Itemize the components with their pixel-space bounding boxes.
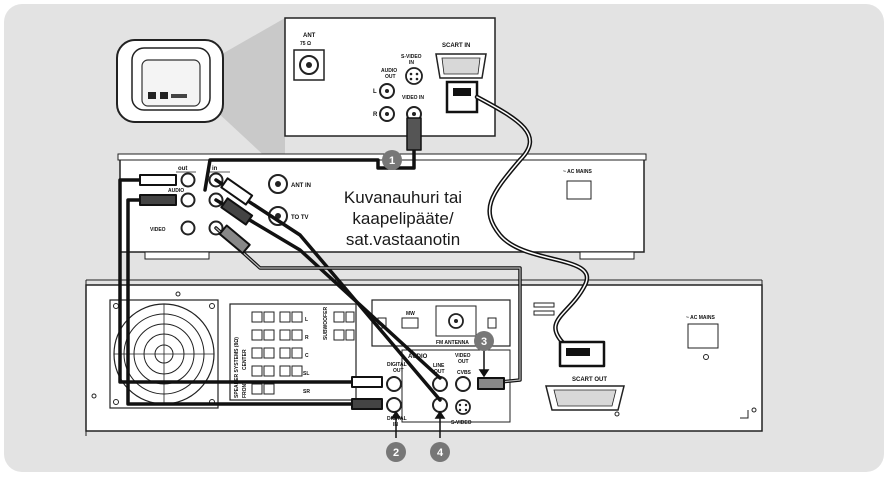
digital-in-socket <box>386 397 402 413</box>
tv-audio-out-label2: OUT <box>385 74 396 80</box>
step-2-badge <box>386 442 406 462</box>
step-1-badge <box>382 150 402 170</box>
speaker-front-label: FRONT <box>242 381 248 398</box>
video-out-label: VIDEO <box>455 353 471 359</box>
fan-grille <box>109 299 219 409</box>
speaker-r-label: R <box>305 335 309 341</box>
cvbs-socket <box>455 376 471 392</box>
line-out-label: LINE <box>433 363 445 369</box>
antenna-section: MW FM ANTENNA <box>371 299 511 347</box>
av-jacks: AUDIO LINE OUT VIDEO OUT CVBS DIGITAL OU… <box>386 349 511 428</box>
tv-svideo-label: S-VIDEO <box>401 54 422 60</box>
step-3-number: 3 <box>481 336 487 348</box>
step-2-number: 2 <box>393 447 399 459</box>
caption-line-1: Kuvanauhuri tai <box>343 188 463 207</box>
tv-back-panel: ANT 75 Ω S-VIDEO IN AUDIO OUT L R VIDEO … <box>284 17 496 137</box>
speaker-l-label: L <box>305 317 308 323</box>
receiver-ac-socket <box>687 323 719 349</box>
tv-audio-out-label: AUDIO <box>381 68 397 74</box>
step-3-badge <box>474 331 494 351</box>
digital-out-label: DIGITAL <box>387 362 407 368</box>
cables <box>118 94 606 410</box>
recorder-out-l-socket <box>180 172 196 188</box>
fm-antenna-label: FM ANTENNA <box>436 340 469 346</box>
audio-cable-l <box>118 178 382 384</box>
recorder-ac-socket <box>566 180 592 200</box>
tv-scart-plug <box>445 80 479 114</box>
caption-line-3: sat.vastaanotin <box>345 230 461 249</box>
mw-label: MW <box>406 311 415 317</box>
receiver-ac-mains-label: ~ AC MAINS <box>686 315 716 321</box>
video-cable-1 <box>203 126 416 192</box>
speaker-sr-label: SR <box>303 389 310 395</box>
recorder-caption: Kuvanauhuri tai kaapelipääte/ sat.vastaa… <box>318 187 488 250</box>
digital-in-label: DIGITAL <box>387 416 407 422</box>
digital-out-label2: OUT <box>393 368 404 374</box>
speaker-sl-label: SL <box>303 371 309 377</box>
step-badges: 1 2 3 4 <box>382 150 494 462</box>
caption-line-2: kaapelipääte/ <box>352 209 454 228</box>
recorder-video-label: VIDEO <box>150 227 166 233</box>
recorder-video-out-socket <box>180 220 196 236</box>
speaker-terminals: SPEAKER SYSTEMS (8Ω) FRONT CENTER SUBWOO… <box>229 303 357 401</box>
line-out-label2: OUT <box>434 369 445 375</box>
recorder-audio-label: AUDIO <box>168 188 184 194</box>
speaker-systems-label: SPEAKER SYSTEMS (8Ω) <box>234 337 240 398</box>
cvbs-label: CVBS <box>457 370 472 376</box>
tv-r-label: R <box>373 112 378 118</box>
s-video-label: S-VIDEO <box>451 420 472 426</box>
tv-l-label: L <box>373 89 377 95</box>
recorder-ac-mains-label: ~ AC MAINS <box>563 169 593 175</box>
s-video-socket <box>455 399 471 415</box>
tv-video-in-label: VIDEO IN <box>402 95 424 101</box>
arrows <box>390 350 490 438</box>
step-1-number: 1 <box>389 155 395 167</box>
tv-ant-label: ANT <box>303 33 316 39</box>
speaker-subwoofer-label: SUBWOOFER <box>323 307 329 340</box>
step-4-number: 4 <box>437 447 444 459</box>
recorder-out-r-socket <box>180 192 196 208</box>
step-4-badge <box>430 442 450 462</box>
speaker-c-label: C <box>305 353 309 359</box>
recorder-ant-in-label: ANT IN <box>291 183 311 189</box>
digital-out-socket <box>386 376 402 392</box>
recorder-to-tv-label: TO TV <box>291 215 309 221</box>
scart-out-label: SCART OUT <box>572 377 607 383</box>
recorder-in-label: in <box>212 166 218 172</box>
recorder-out-label: out <box>178 166 187 172</box>
tv-scart-in-label: SCART IN <box>442 43 470 49</box>
tv-ant-sub: 75 Ω <box>300 41 311 47</box>
tv-set-icon <box>116 18 285 175</box>
tv-svideo-label2: IN <box>409 60 414 66</box>
tv-svideo-socket <box>405 67 423 85</box>
video-out-label2: OUT <box>458 359 469 365</box>
speaker-center-label: CENTER <box>242 349 248 370</box>
receiver-unit: SPEAKER SYSTEMS (8Ω) FRONT CENTER SUBWOO… <box>85 279 763 436</box>
